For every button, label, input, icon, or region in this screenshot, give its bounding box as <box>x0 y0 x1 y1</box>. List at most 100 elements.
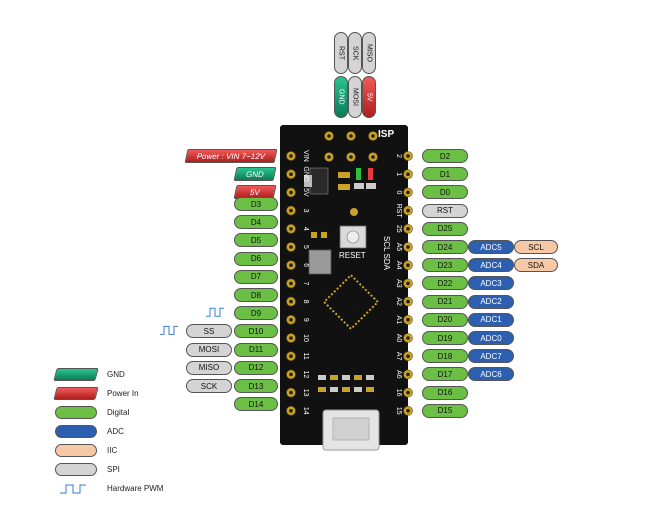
smd-pad <box>350 208 358 216</box>
right-pin-pad-hole <box>406 354 410 359</box>
isp-pad-hole <box>371 155 375 159</box>
left-pin-pad-hole <box>289 299 293 304</box>
left-pin-silk: 11 <box>302 353 309 360</box>
adc-adc1-label: ADC1 <box>468 312 514 327</box>
smd-part <box>338 184 350 190</box>
left-pin-silk: 7 <box>302 281 309 285</box>
smd-part <box>342 375 350 380</box>
right-pin-pad-hole <box>406 208 410 213</box>
left-pin-d13: D13 <box>234 379 278 393</box>
legend-swatch-adc <box>55 425 97 438</box>
smd-part <box>318 387 326 392</box>
right-pin-silk: RST <box>395 204 402 219</box>
right-pin-silk: A7 <box>395 352 402 361</box>
left-pin-silk: 10 <box>302 334 309 342</box>
usb-port <box>332 417 370 441</box>
right-pin-pad-hole <box>406 336 410 340</box>
left-pin-pad-hole <box>289 245 293 249</box>
right-pin-pad-hole <box>406 409 410 413</box>
right-pin-d23: D23 <box>422 258 468 273</box>
left-pin-silk: 12 <box>302 371 309 379</box>
right-pin-d18: D18 <box>422 349 468 364</box>
left-pin-d7: D7 <box>234 269 278 284</box>
right-pin-silk: A6 <box>395 370 402 379</box>
right-pin-rst: RST <box>422 203 468 218</box>
spi-sck-label: SCK <box>186 379 232 393</box>
smd-part <box>330 387 338 392</box>
mcu-chip <box>322 273 380 331</box>
adc-adc4-label: ADC4 <box>468 258 514 273</box>
led-red <box>368 168 373 180</box>
right-pin-pad-hole <box>406 281 410 286</box>
left-pin-pad-hole <box>289 281 293 286</box>
isp-pin-miso: MISO <box>362 32 376 74</box>
power-gnd-label: GND <box>233 167 277 181</box>
adc-adc5-label: ADC5 <box>468 240 514 254</box>
iic-scl-label: SCL <box>514 240 558 254</box>
left-pin-silk: 14 <box>302 407 309 415</box>
power-vin-label: Power : VIN 7~12V <box>184 149 278 163</box>
legend-swatch-gnd <box>53 368 99 381</box>
left-pin-pad-hole <box>289 227 293 231</box>
smd-part <box>321 232 327 238</box>
right-pin-d20: D20 <box>422 312 468 327</box>
right-pin-pad-hole <box>406 372 410 377</box>
left-pin-d9: D9 <box>234 306 278 321</box>
right-pin-d16: D16 <box>422 385 468 400</box>
left-pin-d5: D5 <box>234 233 278 248</box>
legend-label-gnd: GND <box>107 370 125 379</box>
iic-sda-label: SDA <box>514 258 558 273</box>
smd-part <box>366 375 374 380</box>
right-pin-silk: 15 <box>395 407 402 415</box>
isp-pad-hole <box>327 134 331 138</box>
isp-pad-hole <box>371 134 375 138</box>
smd-part <box>366 387 374 392</box>
right-pin-d15: D15 <box>422 403 468 418</box>
right-pin-pad-hole <box>406 154 410 158</box>
right-pin-d17: D17 <box>422 367 468 382</box>
isp-pad-hole <box>349 134 353 138</box>
right-pin-pad-hole <box>406 172 410 176</box>
regulator-tab <box>304 175 312 187</box>
isp-pin-gnd: GND <box>334 76 348 118</box>
legend-swatch-power <box>53 387 99 400</box>
left-pin-d6: D6 <box>234 251 278 266</box>
crystal <box>308 249 332 275</box>
right-pin-pad-hole <box>406 227 410 231</box>
isp-pin-sck: SCK <box>348 32 362 74</box>
right-pin-d19: D19 <box>422 331 468 345</box>
reset-button-cap <box>346 230 360 244</box>
left-pin-silk: 8 <box>302 300 309 304</box>
right-pin-d22: D22 <box>422 276 468 291</box>
smd-part <box>342 387 350 392</box>
left-pin-silk: 5V <box>302 188 309 197</box>
left-pin-pad-hole <box>289 190 293 195</box>
left-pin-pad-hole <box>289 263 293 268</box>
smd-part <box>354 183 364 189</box>
right-pin-pad-hole <box>406 318 410 322</box>
isp-pin-rst: RST <box>334 32 348 74</box>
left-pin-pad-hole <box>289 390 293 395</box>
right-pin-silk: A0 <box>395 334 402 343</box>
isp-pin-5v: 5V <box>362 76 376 118</box>
left-pin-pad-hole <box>289 154 293 158</box>
left-pin-d12: D12 <box>234 360 278 375</box>
legend-label-adc: ADC <box>107 427 124 436</box>
legend-swatch-digital <box>55 406 97 419</box>
smd-part <box>330 375 338 380</box>
left-pin-d4: D4 <box>234 215 278 230</box>
adc-adc6-label: ADC6 <box>468 367 514 382</box>
isp-pin-mosi: MOSI <box>348 76 362 118</box>
adc-adc0-label: ADC0 <box>468 331 514 345</box>
left-pin-pad-hole <box>289 208 293 213</box>
spi-miso-label: MISO <box>186 360 232 375</box>
left-pin-d8: D8 <box>234 288 278 302</box>
right-pin-pad-hole <box>406 390 410 395</box>
right-pin-silk: A3 <box>395 279 402 288</box>
left-pin-silk: 3 <box>302 209 309 213</box>
legend-label-pwm: Hardware PWM <box>107 484 164 493</box>
left-pin-silk: 5 <box>302 245 309 249</box>
right-pin-pad-hole <box>406 299 410 304</box>
isp-pad-hole <box>349 155 353 159</box>
